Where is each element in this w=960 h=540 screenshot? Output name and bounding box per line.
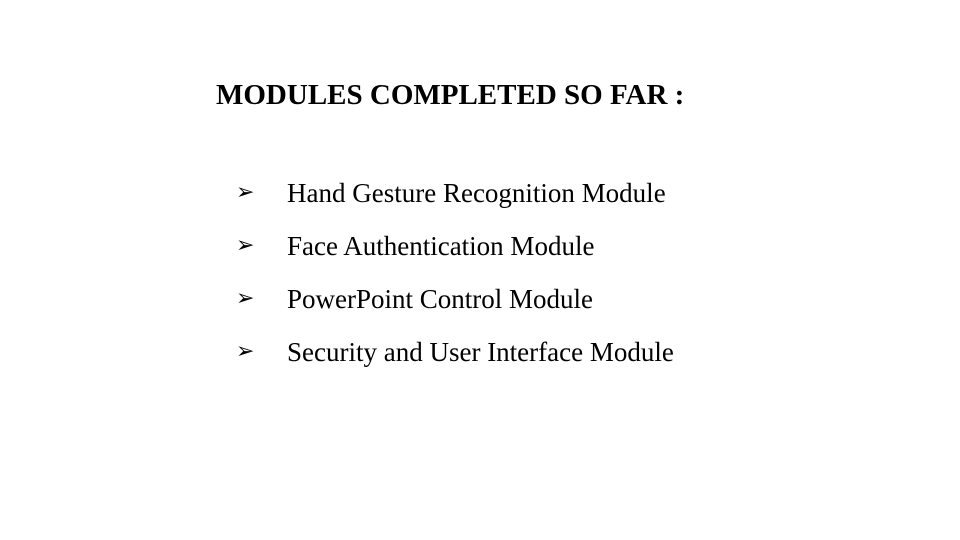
module-list: ➢ Hand Gesture Recognition Module ➢ Face… [236,166,674,378]
list-item: ➢ Hand Gesture Recognition Module [236,166,674,219]
list-item-label: Face Authentication Module [287,230,595,261]
list-item-label: Hand Gesture Recognition Module [287,177,666,208]
arrowhead-bullet-icon: ➢ [236,338,255,364]
slide-title: MODULES COMPLETED SO FAR : [216,79,685,111]
list-item: ➢ PowerPoint Control Module [236,272,674,325]
list-item-label: PowerPoint Control Module [287,283,594,314]
list-item-label: Security and User Interface Module [287,336,674,367]
list-item: ➢ Face Authentication Module [236,219,674,272]
arrowhead-bullet-icon: ➢ [236,179,255,205]
arrowhead-bullet-icon: ➢ [236,285,255,311]
list-item: ➢ Security and User Interface Module [236,325,674,378]
arrowhead-bullet-icon: ➢ [236,232,255,258]
